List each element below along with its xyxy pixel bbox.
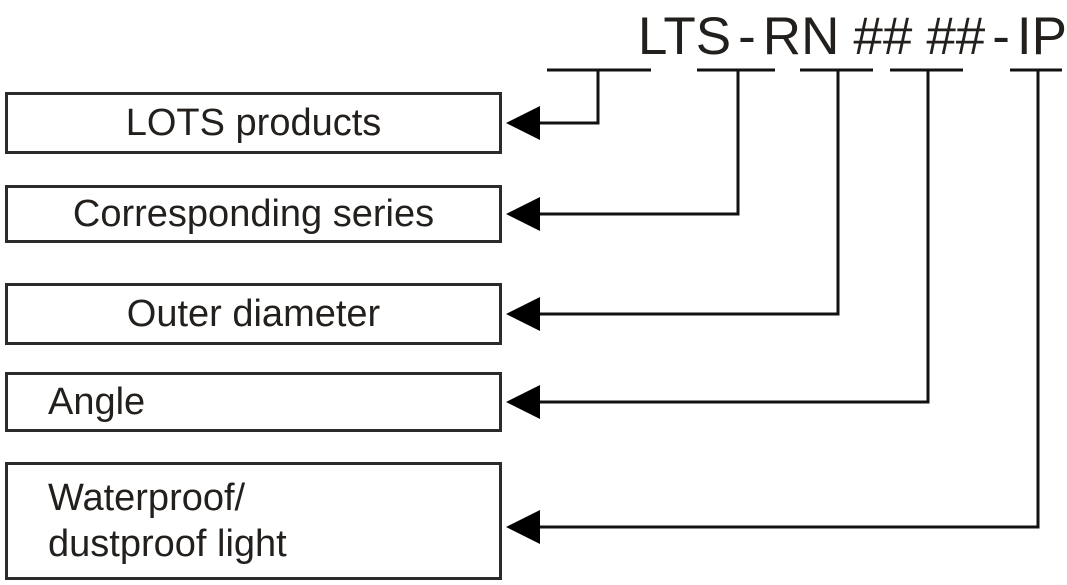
leader-line-corresponding-series	[540, 70, 740, 216]
label-text-line-2: dustproof light	[48, 523, 287, 565]
label-box-corresponding-series: Corresponding series	[5, 185, 502, 243]
arrowhead-outer-diameter	[506, 297, 540, 331]
label-text: Corresponding series	[72, 193, 435, 235]
code-segment-angle: ##	[926, 7, 986, 66]
code-separator-1: -	[738, 7, 756, 66]
label-text: Angle	[48, 381, 146, 423]
arrowhead-angle	[506, 385, 540, 419]
code-segment-rn: RN	[762, 7, 840, 66]
leader-line-angle	[540, 70, 930, 404]
arrowhead-waterproof-dustproof-light	[506, 510, 540, 544]
code-segment-outer-diameter: ##	[853, 7, 913, 66]
code-segment-lts: LTS	[637, 7, 732, 66]
part-number-code: LTS - RN ## ## - IP	[540, 8, 1067, 74]
label-box-outer-diameter: Outer diameter	[5, 283, 502, 345]
leader-line-lots-products	[540, 70, 600, 125]
leader-line-outer-diameter	[540, 70, 840, 316]
label-box-angle: Angle	[5, 372, 502, 432]
leader-line-waterproof-dustproof-light	[540, 70, 1040, 529]
arrowhead-corresponding-series	[506, 197, 540, 231]
code-separator-2: -	[992, 7, 1010, 66]
code-segment-ip: IP	[1016, 7, 1067, 66]
label-box-waterproof-dustproof-light: Waterproof/ dustproof light	[5, 462, 502, 580]
label-text-line-1: Waterproof/	[48, 477, 246, 519]
label-text: LOTS products	[125, 102, 382, 144]
arrowhead-lots-products	[506, 106, 540, 140]
label-box-lots-products: LOTS products	[5, 92, 502, 154]
label-text: Outer diameter	[126, 293, 381, 335]
